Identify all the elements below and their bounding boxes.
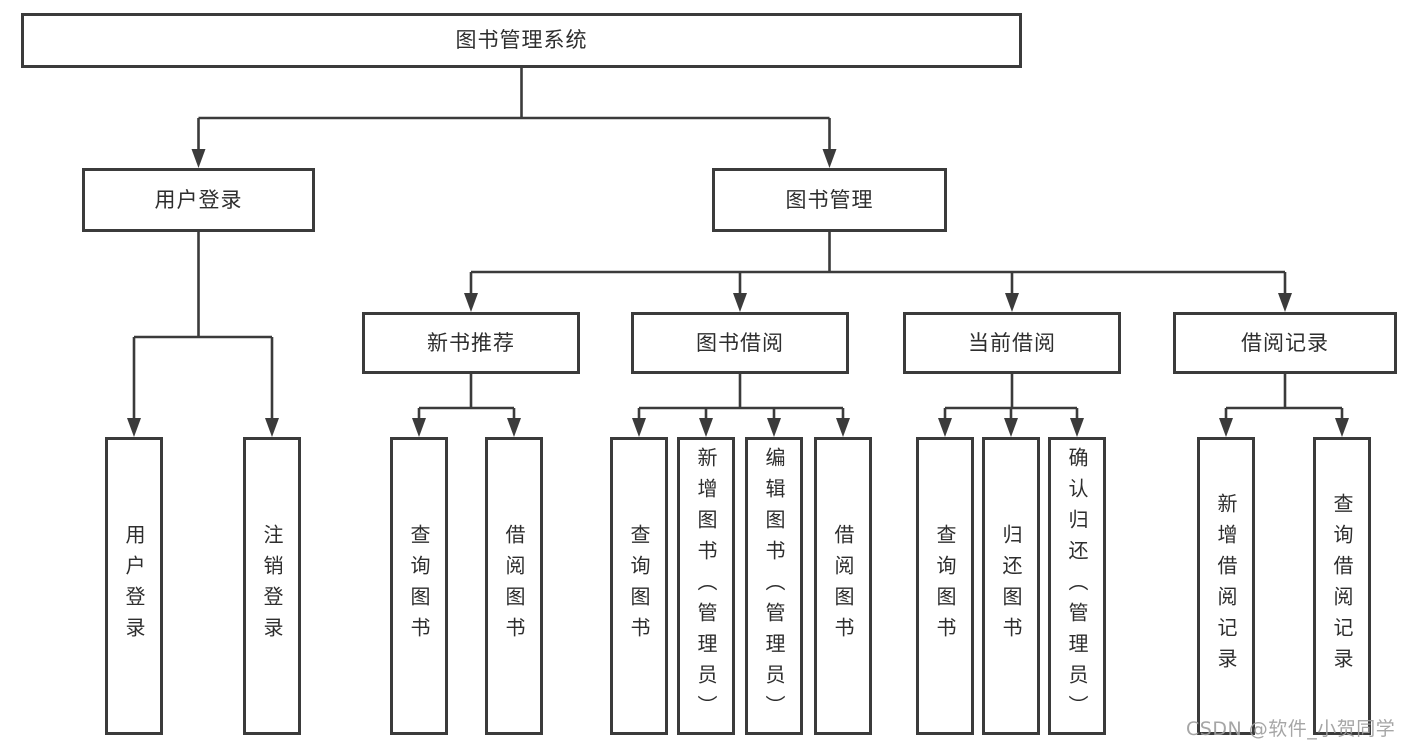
arrow-down-icon	[822, 149, 837, 168]
node-leaf-add-books-admin: 新增图书（管理员）	[677, 437, 735, 735]
edge-user-login-to-leaves	[132, 232, 274, 420]
edge-new-book-to-leaves	[417, 374, 516, 420]
arrow-down-icon	[699, 418, 713, 437]
arrow-down-icon	[632, 418, 646, 437]
node-leaf-add-borrow-record: 新增借阅记录	[1197, 437, 1255, 735]
csdn-watermark: CSDN @软件_小贺同学	[1186, 718, 1396, 740]
arrow-down-icon	[1005, 293, 1019, 312]
node-borrow-records: 借阅记录	[1173, 312, 1397, 374]
arrow-down-icon	[1004, 418, 1018, 437]
arrow-down-icon	[412, 418, 426, 437]
arrow-down-icon	[1070, 418, 1084, 437]
node-leaf-confirm-return-admin: 确认归还（管理员）	[1048, 437, 1106, 735]
edge-root-to-level2	[197, 68, 831, 150]
node-leaf-query-books-recommend: 查询图书	[390, 437, 448, 735]
node-leaf-edit-books-admin: 编辑图书（管理员）	[745, 437, 803, 735]
arrow-down-icon	[464, 293, 478, 312]
node-root-system: 图书管理系统	[21, 13, 1022, 68]
arrow-down-icon	[767, 418, 781, 437]
arrow-down-icon	[836, 418, 850, 437]
arrow-down-icon	[938, 418, 952, 437]
node-leaf-return-books: 归还图书	[982, 437, 1040, 735]
edge-book-borrow-to-leaves	[637, 374, 845, 420]
node-user-login-module: 用户登录	[82, 168, 315, 232]
node-leaf-logout: 注销登录	[243, 437, 301, 735]
arrow-down-icon	[733, 293, 747, 312]
arrow-down-icon	[127, 418, 141, 437]
arrow-down-icon	[1278, 293, 1292, 312]
arrow-down-icon	[265, 418, 279, 437]
node-new-book-recommend: 新书推荐	[362, 312, 580, 374]
node-current-borrowing: 当前借阅	[903, 312, 1121, 374]
node-leaf-borrow-books-recommend: 借阅图书	[485, 437, 543, 735]
node-leaf-query-books-current: 查询图书	[916, 437, 974, 735]
node-book-management-module: 图书管理	[712, 168, 947, 232]
arrow-down-icon	[507, 418, 521, 437]
arrow-down-icon	[191, 149, 206, 168]
edge-book-mgmt-to-level3	[469, 232, 1287, 294]
arrow-down-icon	[1335, 418, 1349, 437]
node-leaf-query-books-borrowing: 查询图书	[610, 437, 668, 735]
node-leaf-user-login: 用户登录	[105, 437, 163, 735]
edge-current-borrow-to-leaves	[943, 374, 1079, 420]
node-leaf-query-borrow-record: 查询借阅记录	[1313, 437, 1371, 735]
node-book-borrowing: 图书借阅	[631, 312, 849, 374]
edge-records-to-leaves	[1224, 374, 1344, 420]
node-leaf-borrow-books: 借阅图书	[814, 437, 872, 735]
arrow-down-icon	[1219, 418, 1233, 437]
